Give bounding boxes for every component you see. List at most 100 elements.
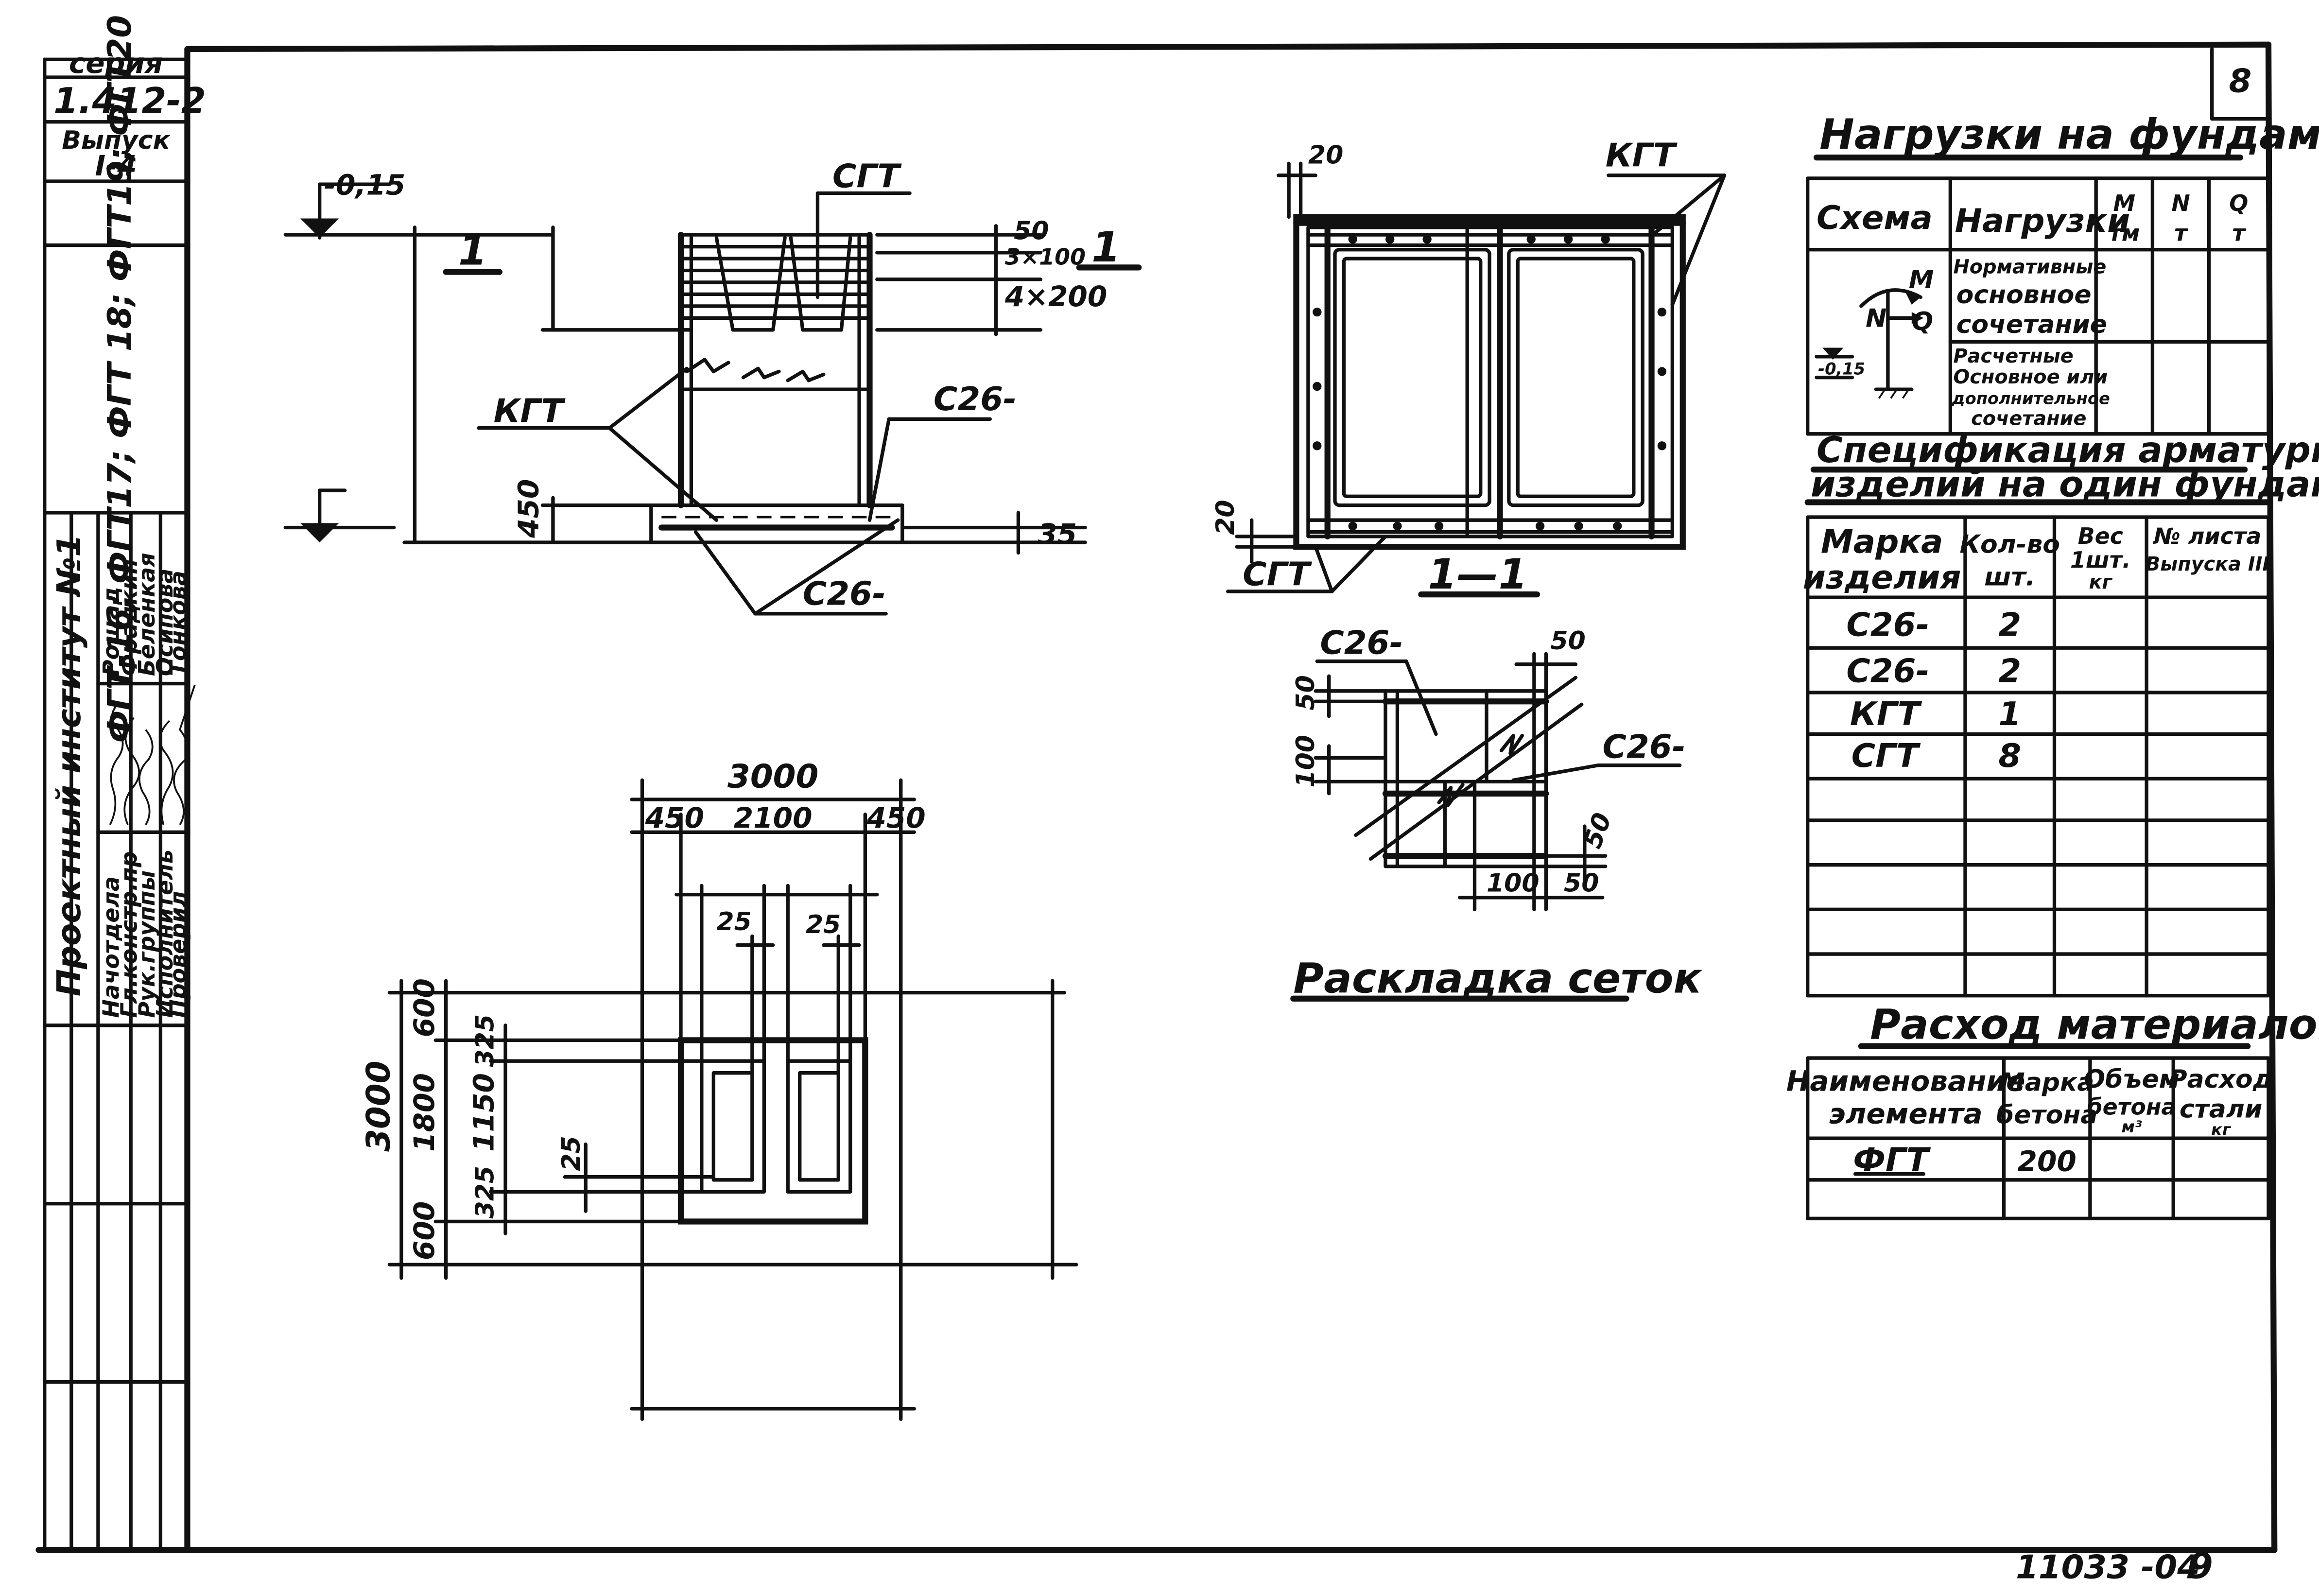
section-bar-dots xyxy=(1313,235,1667,531)
dim-50-top: 50 xyxy=(1014,216,1049,245)
spec-row-qty: 8 xyxy=(1998,737,2021,775)
plan-slab-outline xyxy=(640,990,903,1266)
name-2: Беленкая xyxy=(134,553,160,676)
materials-header-steel-3: кг xyxy=(2211,1120,2232,1139)
mesh-dim-100-bottom: 100 xyxy=(1487,869,1540,898)
materials-header-element-2: элемента xyxy=(1829,1097,1982,1130)
materials-header-grade-2: бетона xyxy=(1996,1101,2097,1130)
spec-row-3: КГТ 1 xyxy=(1850,695,2021,733)
spec-row-mark: СГТ xyxy=(1852,737,1921,775)
mesh-dim-50-bottom: 50 xyxy=(1564,869,1599,898)
load-scheme-sketch: M N Q -0,15 xyxy=(1815,265,1934,399)
loads-row2-line2: Основное или xyxy=(1953,366,2108,388)
loads-table: Нагрузки на фундамент Схема Нагрузки М т… xyxy=(1806,111,2319,436)
sheet-frame: 8 xyxy=(35,41,2278,1553)
mesh-dim-50-left: 50 xyxy=(1291,675,1320,710)
spec-header-sheet-1: № листа xyxy=(2153,523,2262,549)
signatures xyxy=(109,685,196,825)
section-mark-right: 1 xyxy=(1091,224,1121,272)
plan-dim-1800: 1800 xyxy=(408,1073,441,1152)
plan-dim-25-b: 25 xyxy=(806,910,841,939)
spec-row-qty: 1 xyxy=(1998,695,2021,733)
spec-row-mark: КГТ xyxy=(1850,695,1922,733)
spec-header-sheet-2: Выпуска III xyxy=(2146,553,2269,575)
spec-title-line1: Спецификация арматурных xyxy=(1817,430,2319,471)
spec-row-qty: 2 xyxy=(1998,606,2021,644)
section-dim-20-top: 20 xyxy=(1308,140,1343,170)
title-block: серия 1.412-2 Выпуск I-4 ФГТ-16; ФГТ17; … xyxy=(43,15,206,1552)
spec-header-weight-2: 1шт. xyxy=(2070,547,2131,573)
spec-row-mark: С26- xyxy=(1846,606,1929,644)
materials-row-element: ФГТ xyxy=(1853,1141,1931,1179)
scheme-label-m: M xyxy=(1909,265,1934,295)
spec-header-qty-2: шт. xyxy=(1984,563,2035,592)
loads-unit-n: т xyxy=(2174,220,2188,246)
plan-dim-450-left: 450 xyxy=(645,801,704,834)
role-3: Рук.группы xyxy=(134,870,160,1018)
section-mark-left: 1 xyxy=(458,226,487,275)
loads-row2-line4: сочетание xyxy=(1971,408,2086,430)
loads-row1-line2: основное xyxy=(1956,280,2092,310)
section-title: 1—1 xyxy=(1428,551,1527,599)
materials-header-steel-1: Расход xyxy=(2168,1065,2273,1094)
role-2: Гл.констр.пр xyxy=(116,851,142,1018)
spec-row-4: СГТ 8 xyxy=(1852,737,2021,775)
mesh-title: Раскладка сеток xyxy=(1293,955,1702,1003)
vypusk-value: I-4 xyxy=(95,149,137,182)
plan-dim-3000-top: 3000 xyxy=(727,758,818,796)
label-c26-bottom: С26- xyxy=(803,575,886,613)
dim-450: 450 xyxy=(512,479,545,538)
role-4: Исполнитель xyxy=(152,850,178,1018)
materials-header-steel-2: стали xyxy=(2180,1094,2263,1124)
name-3: Осипова xyxy=(152,569,178,676)
materials-row-grade: 200 xyxy=(2018,1145,2077,1178)
section-outline xyxy=(1293,214,1686,550)
dim-3x100: 3×100 xyxy=(1005,243,1086,270)
plan-dim-600-bottom: 600 xyxy=(408,1201,441,1260)
loads-header-m: М xyxy=(2113,190,2135,216)
spec-row-2: С26- 2 xyxy=(1846,652,2021,690)
plan-dim-25-inner: 25 xyxy=(557,1136,586,1171)
section-label-sgt: СГТ xyxy=(1243,555,1312,593)
institute-name: Проектный институт №1 xyxy=(50,534,88,996)
loads-unit-q: т xyxy=(2232,220,2247,246)
label-kgt: КГТ xyxy=(494,392,566,430)
sheet-number: 8 xyxy=(2229,62,2251,100)
spec-row-1: С26- 2 xyxy=(1846,606,2021,644)
label-sgt: СГТ xyxy=(832,157,902,195)
mesh-layout: С26- С26- 50 50 100 100 50 50 Раскладка … xyxy=(1290,624,1703,1003)
plan-dim-2100: 2100 xyxy=(734,801,813,834)
loads-row2-line1: Расчетные xyxy=(1953,345,2073,367)
spec-row-mark: С26- xyxy=(1846,652,1929,690)
loads-row2-line3: дополнительное xyxy=(1951,389,2110,408)
sheet-footer: 11033 -04 9 xyxy=(2016,1545,2213,1587)
role-1: Начотдела xyxy=(98,876,124,1018)
scheme-label-level: -0,15 xyxy=(1818,360,1865,379)
plan-view: 3000 450 2100 450 25 25 3000 600 1800 60… xyxy=(359,758,1078,1421)
label-c26-right: С26- xyxy=(934,380,1017,418)
materials-row-1: ФГТ 200 xyxy=(1853,1141,2077,1179)
materials-title: Расход материалов xyxy=(1870,1001,2319,1049)
spec-header-weight-1: Вес xyxy=(2078,523,2123,549)
seria-value: 1.412-2 xyxy=(53,80,206,121)
role-extra: Рощад xyxy=(98,587,124,677)
section-label-kgt: КГТ xyxy=(1606,136,1678,174)
loads-title: Нагрузки на фундамент xyxy=(1819,111,2319,159)
footer-code: 11033 -04 xyxy=(2016,1548,2200,1586)
section-dim-20-left: 20 xyxy=(1211,500,1240,535)
name-4: Тонкова xyxy=(165,571,191,676)
elevation-view: -0,15 1 1 450 xyxy=(283,157,1142,616)
scheme-label-q: Q xyxy=(1912,307,1933,336)
spec-header-mark-1: Марка xyxy=(1821,522,1943,560)
plan-dim-3000-left: 3000 xyxy=(359,1061,397,1152)
mesh-dim-100-left: 100 xyxy=(1291,735,1320,787)
role-5: Проверил xyxy=(165,891,191,1018)
plan-dim-600-top: 600 xyxy=(408,978,441,1037)
materials-header-volume-3: м³ xyxy=(2121,1117,2142,1136)
loads-header-n: N xyxy=(2171,190,2190,216)
level-top: -0,15 xyxy=(324,169,405,202)
name-1: Фрадкин xyxy=(116,559,142,676)
loads-row1-line3: сочетание xyxy=(1956,310,2107,339)
spec-header-mark-2: изделия xyxy=(1803,558,1961,596)
